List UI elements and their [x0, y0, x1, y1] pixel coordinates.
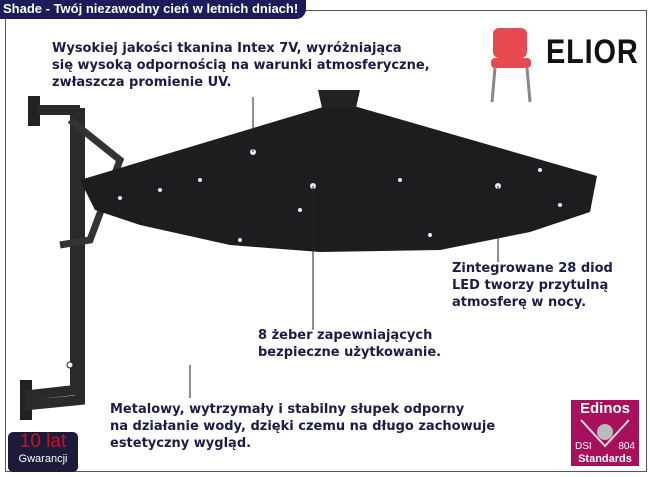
feature-line: estetyczny wygląd.	[110, 436, 252, 451]
feature-led: Zintegrowane 28 diod LED tworzy przytuln…	[452, 260, 613, 311]
solar-top	[318, 90, 360, 108]
feature-ribs: 8 żeber zapewniających bezpieczne użytko…	[258, 327, 441, 361]
feature-line: bezpieczne użytkowanie.	[258, 345, 442, 360]
feature-line: się wysoką odpornością na warunki atmosf…	[52, 58, 430, 73]
feature-line: 8 żeber zapewniających	[258, 328, 433, 343]
feature-line: Wysokiej jakości tkanina Intex 7V, wyróż…	[52, 41, 402, 56]
feature-pole: Metalowy, wytrzymały i stabilny słupek o…	[110, 401, 495, 452]
page-title: Shade - Twój niezawodny cień w letnich d…	[0, 0, 307, 19]
canopy	[80, 102, 597, 252]
pole	[25, 105, 85, 411]
feature-line: LED tworzy przytulną	[452, 278, 609, 293]
feature-line: Zintegrowane 28 diod	[452, 261, 613, 276]
feature-line: zwłaszcza promienie UV.	[52, 75, 232, 90]
cert-right: 804	[618, 441, 635, 452]
wall-plate-top	[28, 96, 40, 126]
feature-line: na działanie wody, dzięki czemu na długo…	[110, 419, 496, 434]
cert-v-icon	[580, 419, 630, 448]
warranty-value: 10 lat	[19, 431, 67, 452]
feature-fabric: Wysokiej jakości tkanina Intex 7V, wyróż…	[52, 40, 430, 91]
warranty-label: Gwarancji	[18, 453, 68, 465]
feature-line: Metalowy, wytrzymały i stabilny słupek o…	[110, 402, 465, 417]
cert-label: Standards	[578, 453, 632, 465]
cert-name: Edinos	[579, 400, 630, 417]
warranty-badge: 10 lat Gwarancji	[8, 432, 78, 472]
certification-badge: Edinos DSI 804 Standards	[571, 400, 639, 466]
chair-logo-icon	[490, 28, 532, 103]
feature-line: atmosferę w nocy.	[452, 295, 587, 310]
cert-left: DSI	[575, 441, 592, 452]
frame	[5, 10, 647, 472]
brand-logo: ELIOR	[546, 33, 639, 71]
